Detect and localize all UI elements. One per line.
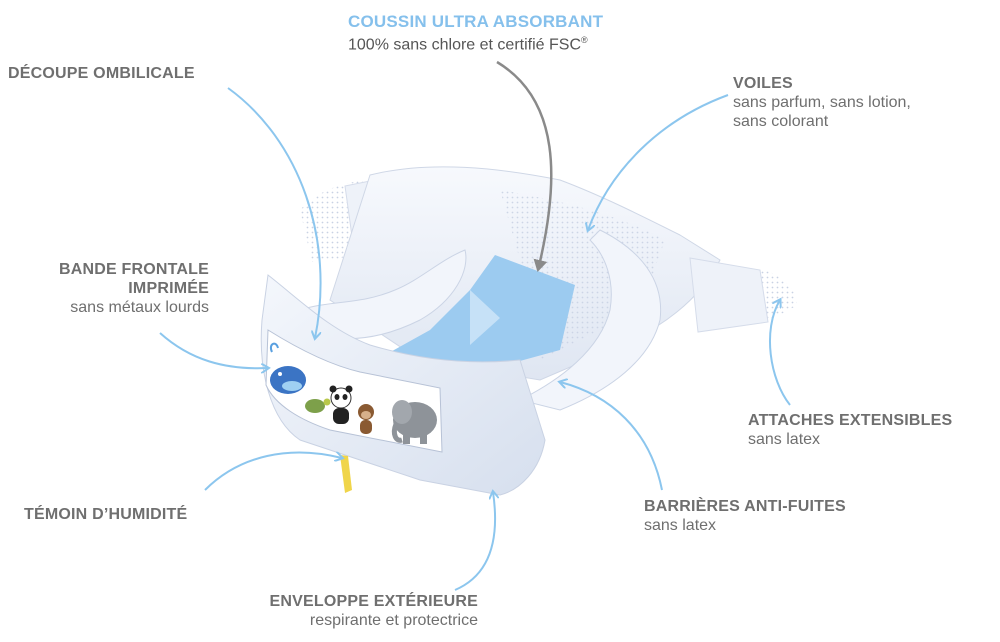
- leak-barrier-left: [299, 249, 467, 340]
- label-decoupe-title: DÉCOUPE OMBILICALE: [8, 65, 195, 82]
- elephant-icon: [391, 400, 437, 444]
- arrow-bande: [159, 332, 268, 368]
- label-coussin-sub: 100% sans chlore et certifié FSC®: [348, 31, 603, 54]
- label-temoin-title: TÉMOIN D’HUMIDITÉ: [24, 506, 188, 523]
- label-voiles-sub1: sans parfum, sans lotion,: [733, 94, 911, 111]
- turtle-icon: [305, 398, 331, 413]
- label-attaches-title: ATTACHES EXTENSIBLES: [748, 412, 953, 429]
- label-attaches-sub: sans latex: [748, 431, 821, 448]
- wetness-indicator: [340, 455, 352, 493]
- label-attaches: ATTACHES EXTENSIBLES sans latex: [748, 411, 952, 449]
- arrow-temoin: [204, 453, 342, 491]
- arrow-attaches: [769, 300, 791, 406]
- label-bande-sub: sans métaux lourds: [70, 299, 209, 316]
- label-barrieres-title: BARRIÈRES ANTI-FUITES: [644, 498, 846, 515]
- label-barrieres: BARRIÈRES ANTI-FUITES sans latex: [644, 497, 846, 535]
- label-bande-title2: IMPRIMÉE: [128, 280, 209, 297]
- right-tab: [689, 257, 797, 333]
- label-bande-title1: BANDE FRONTALE: [58, 261, 209, 278]
- whale-icon: [269, 342, 306, 394]
- label-voiles: VOILES sans parfum, sans lotion, sans co…: [733, 74, 911, 131]
- label-voiles-title: VOILES: [733, 75, 793, 92]
- monkey-icon: [358, 404, 374, 434]
- arrow-barrieres: [560, 382, 663, 491]
- label-enveloppe-title: ENVELOPPE EXTÉRIEURE: [269, 593, 478, 610]
- panda-icon: [329, 385, 353, 424]
- leak-barrier-right: [518, 229, 662, 411]
- label-coussin-title: COUSSIN ULTRA ABSORBANT: [348, 12, 604, 31]
- arrow-enveloppe: [454, 492, 495, 591]
- label-enveloppe: ENVELOPPE EXTÉRIEURE respirante et prote…: [230, 592, 479, 630]
- label-barrieres-sub: sans latex: [644, 517, 717, 534]
- label-bande: BANDE FRONTALE IMPRIMÉE sans métaux lour…: [8, 260, 209, 317]
- label-coussin: COUSSIN ULTRA ABSORBANT 100% sans chlore…: [348, 12, 603, 54]
- label-decoupe: DÉCOUPE OMBILICALE: [8, 64, 195, 83]
- label-voiles-sub2: sans colorant: [733, 113, 829, 130]
- label-temoin: TÉMOIN D’HUMIDITÉ: [24, 505, 187, 524]
- arrow-decoupe: [227, 87, 322, 338]
- registered-mark: ®: [581, 35, 588, 45]
- label-coussin-sub-text: 100% sans chlore et certifié FSC: [348, 36, 581, 54]
- label-enveloppe-sub: respirante et protectrice: [309, 612, 478, 629]
- arrow-coussin: [496, 60, 553, 272]
- arrow-voiles: [588, 94, 729, 230]
